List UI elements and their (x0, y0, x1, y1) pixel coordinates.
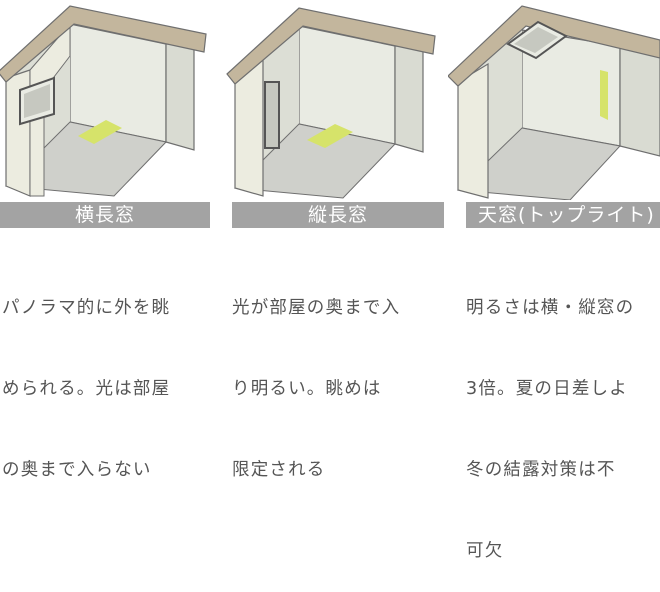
description-line: の奥まで入らない (2, 460, 152, 480)
description-horizontal-window: パノラマ的に外を眺 められる。光は部屋 の奥まで入らない (2, 241, 212, 511)
description-line: り明るい。眺めは (232, 379, 382, 399)
description-line: 可欠 (466, 541, 504, 561)
description-skylight: 明るさは横・縦窓の 3倍。夏の日差しよ 冬の結露対策は不 可欠 (466, 241, 660, 592)
label-skylight: 天窓(トップライト) (466, 202, 660, 228)
house-vertical-window (223, 0, 443, 200)
house-horizontal-window (0, 0, 216, 200)
description-line: 光が部屋の奥まで入 (232, 298, 401, 318)
description-line: 明るさは横・縦窓の (466, 298, 635, 318)
description-line: 3倍。夏の日差しよ (466, 379, 628, 399)
house-skylight (448, 0, 660, 200)
description-vertical-window: 光が部屋の奥まで入 り明るい。眺めは 限定される (232, 241, 446, 511)
house-skylight-illustration (448, 5, 660, 200)
label-vertical-window: 縦長窓 (232, 202, 444, 228)
house-vertical-window-illustration (226, 7, 436, 199)
house-horizontal-window-illustration (0, 5, 207, 197)
description-line: 冬の結露対策は不 (466, 460, 616, 480)
description-line: 限定される (232, 460, 326, 480)
description-line: パノラマ的に外を眺 (2, 298, 171, 318)
description-line: められる。光は部屋 (2, 379, 171, 399)
label-horizontal-window: 横長窓 (0, 202, 210, 228)
